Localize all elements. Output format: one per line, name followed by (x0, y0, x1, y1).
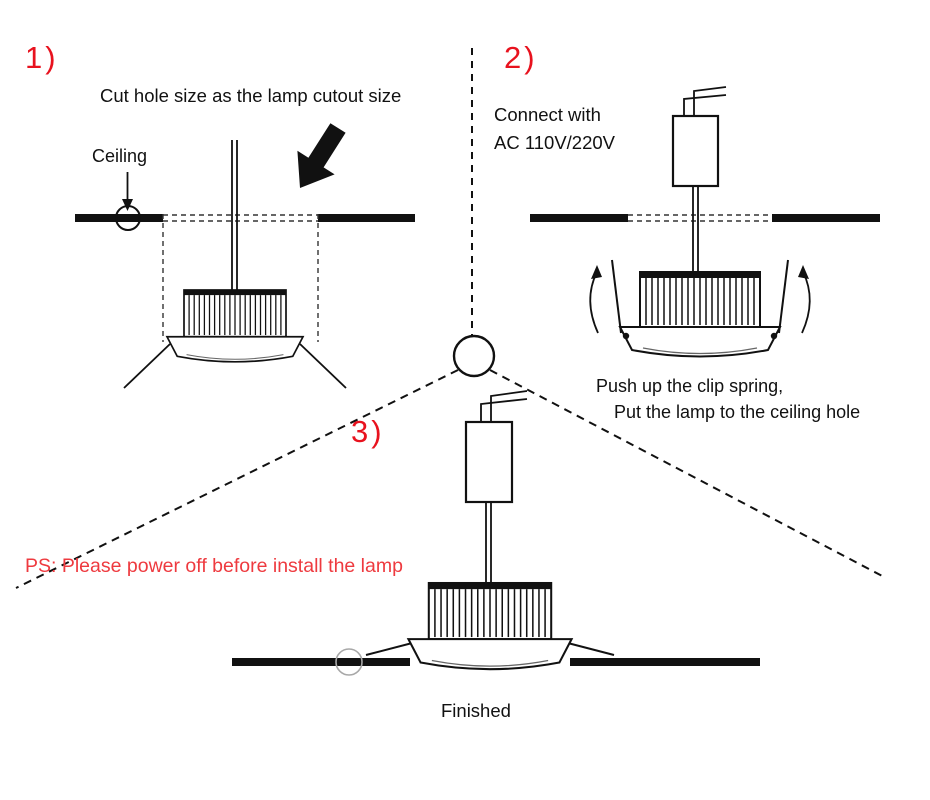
push-up-arrow-left-icon (589, 265, 602, 334)
step1-drawing (75, 123, 415, 389)
step2-spring-pivot-right (770, 332, 778, 340)
big-down-left-arrow-icon (297, 123, 346, 188)
step2-lamp-wire (692, 186, 699, 274)
step2-number: 2) (504, 40, 538, 75)
step3-number: 3) (351, 414, 385, 449)
step2-instruction-line1: Push up the clip spring, (596, 376, 784, 396)
ceiling-pointer-arrow-icon (122, 172, 133, 211)
step2-spring-clips (611, 259, 789, 334)
step2-lamp (619, 271, 781, 358)
step1-spring-clips (123, 343, 347, 389)
step2-caption-line1: Connect with (494, 104, 601, 125)
step2-hole-dashed-lines (628, 214, 772, 222)
step3-ceiling-left (232, 658, 410, 666)
step1-caption: Cut hole size as the lamp cutout size (100, 85, 402, 106)
step1-lamp (166, 289, 304, 363)
step1-ceiling-left (75, 214, 163, 222)
step2-ceiling-right (772, 214, 880, 222)
step2-instruction-line2: Put the lamp to the ceiling hole (614, 402, 861, 422)
step2-drawing (530, 86, 880, 358)
sequence-connectors (15, 48, 887, 589)
step2-caption-line2: AC 110V/220V (494, 131, 616, 153)
step1-wire (231, 140, 238, 292)
step2-led-driver-box (671, 114, 720, 188)
step2-spring-pivot-left (622, 332, 630, 340)
step3-drawing (232, 390, 760, 676)
step2-caption: Connect with AC 110V/220V (494, 101, 615, 157)
power-off-warning: PS: Please power off before install the … (25, 555, 403, 577)
ceiling-hole-marker (335, 648, 363, 676)
step1-number: 1) (25, 40, 59, 75)
step1-cutout-dashed-lines (162, 214, 319, 342)
step3-lamp-wire (485, 502, 492, 585)
finished-label: Finished (441, 700, 511, 721)
step3-lamp (407, 581, 573, 671)
step3-ceiling-right (570, 658, 760, 666)
step2-ceiling-left (530, 214, 628, 222)
step3-supply-wires (480, 390, 528, 422)
hub-circle (452, 334, 496, 378)
step3-led-driver-box (464, 420, 514, 504)
ceiling-label: Ceiling (92, 146, 148, 166)
push-up-arrow-right-icon (798, 265, 811, 334)
step2-supply-wires (683, 86, 727, 116)
step1-ceiling-right (318, 214, 415, 222)
